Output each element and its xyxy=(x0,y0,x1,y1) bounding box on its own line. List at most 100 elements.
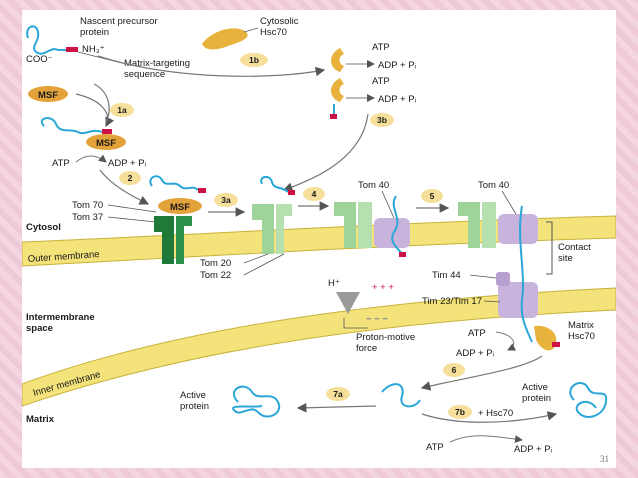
step-label-3b: 3b xyxy=(377,115,387,125)
tim23-pointer xyxy=(483,300,501,303)
step-badge-3a xyxy=(214,193,238,207)
contact-label-1: Contact xyxy=(558,242,591,253)
msf-shape-1 xyxy=(28,86,68,102)
step-label-1a: 1a xyxy=(117,105,127,115)
tom40-label-a: Tom 40 xyxy=(358,180,389,191)
arrow-1b xyxy=(97,55,326,77)
step-label-6: 6 xyxy=(452,365,457,375)
atp-label-7b: ATP xyxy=(426,442,444,453)
arrow-1a xyxy=(75,93,115,128)
tom22-pointer xyxy=(243,253,285,276)
plus-signs: + + + xyxy=(372,282,394,293)
arrow-7b xyxy=(421,411,558,423)
cytosol-label: Cytosol xyxy=(26,222,61,233)
contact-site-bracket xyxy=(546,221,553,275)
step-label-5: 5 xyxy=(430,191,435,201)
proton-gradient-triangle xyxy=(336,292,360,314)
step-label-7a: 7a xyxy=(333,389,343,399)
intermembrane-label-2: space xyxy=(26,323,53,334)
hsc70-atp-2 xyxy=(331,78,344,102)
msf-label-3: MSF xyxy=(170,202,190,213)
step-badge-6 xyxy=(443,363,465,377)
hsc70-plus-label: + Hsc70 xyxy=(478,408,513,419)
matrix-signal xyxy=(552,342,560,347)
matrix-seq-label-2: sequence xyxy=(124,69,165,80)
step-badge-2 xyxy=(119,171,141,185)
arrow-2 xyxy=(99,169,150,205)
step-badge-7a xyxy=(326,387,350,401)
step-badge-3b xyxy=(370,113,394,127)
tim44-label: Tim 44 xyxy=(432,270,461,281)
nascent-label-1: Nascent precursor xyxy=(80,16,158,27)
pmf-label-2: force xyxy=(356,343,377,354)
msf-bound-chain xyxy=(40,117,103,135)
cytosolic-label-1: Cytosolic xyxy=(260,16,299,27)
adp-label-top-2: ADP + Pᵢ xyxy=(378,94,417,105)
mitochondrial-import-diagram: Nascent precursor protein NH₃⁺ COO⁻ Matr… xyxy=(21,16,617,464)
tom40-pointer-b xyxy=(501,190,517,215)
arrow-7a xyxy=(296,402,377,413)
hplus-label: H⁺ xyxy=(328,278,340,289)
coo-label: COO⁻ xyxy=(26,54,53,65)
arrow-1a-merge xyxy=(93,83,110,123)
active-right-label-2: protein xyxy=(522,393,551,404)
translocating-chain-a xyxy=(391,195,403,255)
tom70-label: Tom 70 xyxy=(72,200,103,211)
tom70-receptor xyxy=(154,216,174,264)
diagram-slide: Nascent precursor protein NH₃⁺ COO⁻ Matr… xyxy=(21,10,617,468)
matrix-seq-label-1: Matrix-targeting xyxy=(124,58,190,69)
arrow-matrix-atp xyxy=(495,331,517,351)
matrix-hsc70-label-1: Matrix xyxy=(568,320,594,331)
step-badge-1b xyxy=(240,53,268,67)
step-badge-4 xyxy=(303,187,325,201)
arrow-7b-atp xyxy=(449,435,523,444)
arrow-6 xyxy=(420,355,543,391)
tom70-pointer xyxy=(107,204,157,213)
tom20-complex-a xyxy=(334,202,356,248)
adp-label-msf: ADP + Pᵢ xyxy=(108,158,147,169)
step-badge-7b xyxy=(448,405,472,419)
matrix-hsc70-shape xyxy=(534,325,557,351)
step-label-7b: 7b xyxy=(455,407,465,417)
atp-label-matrix: ATP xyxy=(468,328,486,339)
cytosolic-pointer xyxy=(243,27,259,33)
adp-label-matrix: ADP + Pᵢ xyxy=(456,348,495,359)
outer-membrane-label: Outer membrane xyxy=(27,249,99,265)
adp-label-7b: ADP + Pᵢ xyxy=(514,444,553,455)
cytosolic-label-2: Hsc70 xyxy=(260,27,287,38)
step-label-4: 4 xyxy=(312,189,317,199)
matrix-label: Matrix xyxy=(26,414,55,425)
atp-label-msf: ATP xyxy=(52,158,70,169)
cytosolic-hsc70-shape xyxy=(202,28,248,50)
active-left-label-1: Active xyxy=(180,390,206,401)
pmf-label-1: Proton-motive xyxy=(356,332,415,343)
tim23-17-label: Tim 23/Tim 17 xyxy=(422,296,482,307)
step-label-2: 2 xyxy=(128,173,133,183)
msf-bound-signal xyxy=(102,129,112,134)
msf-shape-2 xyxy=(86,134,126,150)
tom40-channel-a xyxy=(374,218,410,248)
active-protein-right-shape xyxy=(569,382,608,418)
contact-label-2: site xyxy=(558,253,573,264)
translocating-signal-a xyxy=(399,252,406,257)
tim23-channel xyxy=(498,282,538,318)
tom20-pointer xyxy=(243,253,269,264)
tom22-complex-b xyxy=(482,202,496,248)
atp-label-top-2: ATP xyxy=(372,76,390,87)
tom20-receptor xyxy=(252,204,274,254)
active-right-label-1: Active xyxy=(522,382,548,393)
tom40-pointer-a xyxy=(381,190,395,219)
receptor-bound-chain xyxy=(149,175,199,191)
nascent-label-2: protein xyxy=(80,27,109,38)
arrow-atp-msf xyxy=(75,154,107,163)
minus-signs: − − − xyxy=(366,314,388,325)
step-badge-1a xyxy=(110,103,134,117)
nh3-label: NH₃⁺ xyxy=(82,44,105,55)
page-number: 31 xyxy=(600,454,609,464)
msf-label-1: MSF xyxy=(38,90,58,101)
active-protein-left-shape xyxy=(232,385,281,418)
tom37-receptor xyxy=(176,216,192,264)
tom40-label-b: Tom 40 xyxy=(478,180,509,191)
step-label-3a: 3a xyxy=(221,195,231,205)
matrix-hsc70-label-2: Hsc70 xyxy=(568,331,595,342)
